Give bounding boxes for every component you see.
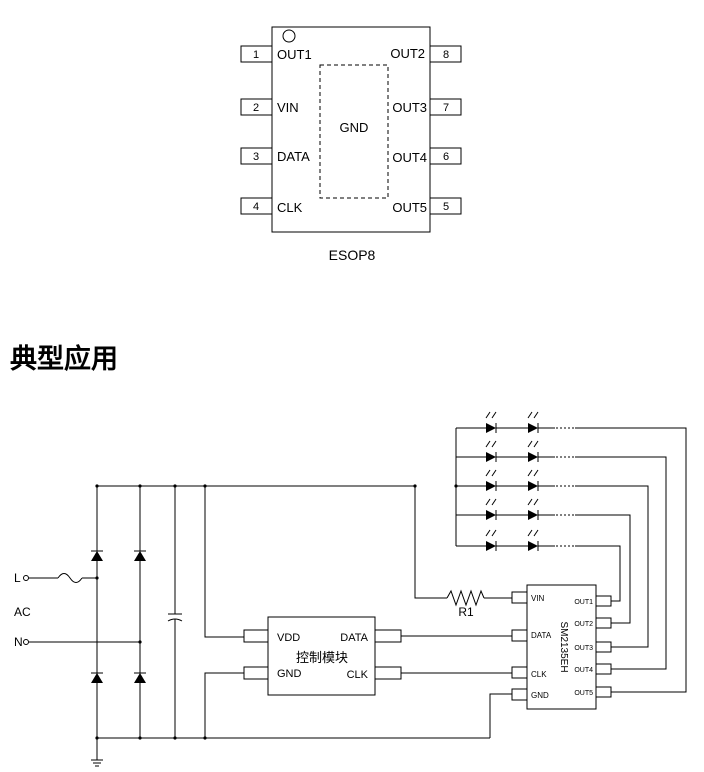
led-icon bbox=[485, 440, 497, 462]
bridge-diode-icon bbox=[91, 550, 103, 561]
out4-return-line bbox=[575, 456, 667, 670]
led-icon bbox=[485, 529, 497, 551]
led-icon bbox=[485, 469, 497, 491]
pin-label-7: OUT3 bbox=[392, 100, 427, 115]
out1-return-line bbox=[575, 545, 621, 602]
input-ac-label: AC bbox=[14, 605, 31, 619]
resistor-label: R1 bbox=[458, 605, 474, 619]
gnd-line bbox=[489, 693, 512, 738]
pin1-marker bbox=[282, 29, 296, 43]
controller-name: 控制模块 bbox=[296, 651, 348, 666]
pin-number-6: 6 bbox=[443, 151, 449, 163]
led-icon bbox=[485, 498, 497, 520]
pin-number-7: 7 bbox=[443, 102, 449, 114]
gnd-pad bbox=[319, 64, 389, 199]
input-n-label: N bbox=[14, 635, 23, 649]
led-icon bbox=[527, 411, 539, 433]
pin-label-3: DATA bbox=[277, 149, 310, 164]
led-row-4 bbox=[456, 498, 575, 520]
out5-return-line bbox=[575, 427, 687, 693]
package-name: ESOP8 bbox=[329, 247, 376, 263]
led-icon bbox=[527, 529, 539, 551]
driver-chip bbox=[526, 584, 597, 710]
driver-vin-label: VIN bbox=[531, 594, 545, 603]
out3-return-line bbox=[575, 485, 649, 648]
driver-clk-label: CLK bbox=[531, 670, 547, 679]
pin-label-8: OUT2 bbox=[390, 46, 425, 61]
pin-box-6 bbox=[429, 147, 462, 165]
bridge-diode-icon bbox=[91, 672, 103, 683]
led-icon bbox=[527, 469, 539, 491]
package-pinout: GND 1 OUT1 2 VIN 3 DATA 4 CLK 8 OUT2 7 O… bbox=[240, 26, 462, 263]
pin-box-2 bbox=[240, 98, 273, 116]
driver-out3-label: OUT3 bbox=[574, 645, 593, 652]
application-circuit: L AC N VDD GND DATA CLK 控制模块 bbox=[14, 411, 687, 767]
pin-box-3 bbox=[240, 147, 273, 165]
pin-number-1: 1 bbox=[253, 49, 259, 61]
led-icon bbox=[527, 440, 539, 462]
pin-number-5: 5 bbox=[443, 201, 449, 213]
pin-label-6: OUT4 bbox=[392, 150, 427, 165]
led-row-5 bbox=[456, 529, 575, 551]
gnd-pad-label: GND bbox=[340, 120, 369, 135]
input-l-label: L bbox=[14, 571, 21, 585]
driver-name: SM2135EH bbox=[558, 621, 569, 672]
pin-label-5: OUT5 bbox=[392, 200, 427, 215]
driver-gnd-label: GND bbox=[531, 691, 549, 700]
pin-number-3: 3 bbox=[253, 151, 259, 163]
pin-number-8: 8 bbox=[443, 49, 449, 61]
controller-gnd-label: GND bbox=[277, 668, 302, 680]
led-row-1 bbox=[456, 411, 575, 433]
pin-label-1: OUT1 bbox=[277, 47, 312, 62]
vin-line bbox=[414, 486, 447, 599]
fuse-icon bbox=[57, 573, 83, 583]
pin-box-1 bbox=[240, 45, 273, 63]
controller-module bbox=[267, 616, 376, 696]
pin-number-4: 4 bbox=[253, 201, 259, 213]
controller-data-label: DATA bbox=[340, 632, 368, 644]
bridge-diode-icon bbox=[134, 672, 146, 683]
driver-out4-label: OUT4 bbox=[574, 667, 593, 674]
driver-out5-label: OUT5 bbox=[574, 690, 593, 697]
controller-vdd-label: VDD bbox=[277, 632, 300, 644]
pin-label-4: CLK bbox=[277, 200, 303, 215]
section-title: 典型应用 bbox=[10, 343, 118, 375]
ground-icon bbox=[91, 759, 103, 767]
terminal-l bbox=[23, 575, 29, 581]
pin-box-7 bbox=[429, 98, 462, 116]
resistor-icon bbox=[446, 589, 485, 607]
driver-out1-label: OUT1 bbox=[574, 599, 593, 606]
pin-label-2: VIN bbox=[277, 100, 299, 115]
driver-data-label: DATA bbox=[531, 631, 552, 640]
led-icon bbox=[485, 411, 497, 433]
controller-clk-label: CLK bbox=[347, 669, 369, 681]
pin-box-8 bbox=[429, 45, 462, 63]
led-icon bbox=[527, 498, 539, 520]
pin-box-4 bbox=[240, 197, 273, 215]
pin-number-2: 2 bbox=[253, 102, 259, 114]
led-row-2 bbox=[456, 440, 575, 462]
terminal-n bbox=[23, 639, 29, 645]
pin-box-5 bbox=[429, 197, 462, 215]
driver-out2-label: OUT2 bbox=[574, 621, 593, 628]
bridge-diode-icon bbox=[134, 550, 146, 561]
led-row-3 bbox=[456, 469, 575, 491]
out2-return-line bbox=[575, 514, 631, 624]
